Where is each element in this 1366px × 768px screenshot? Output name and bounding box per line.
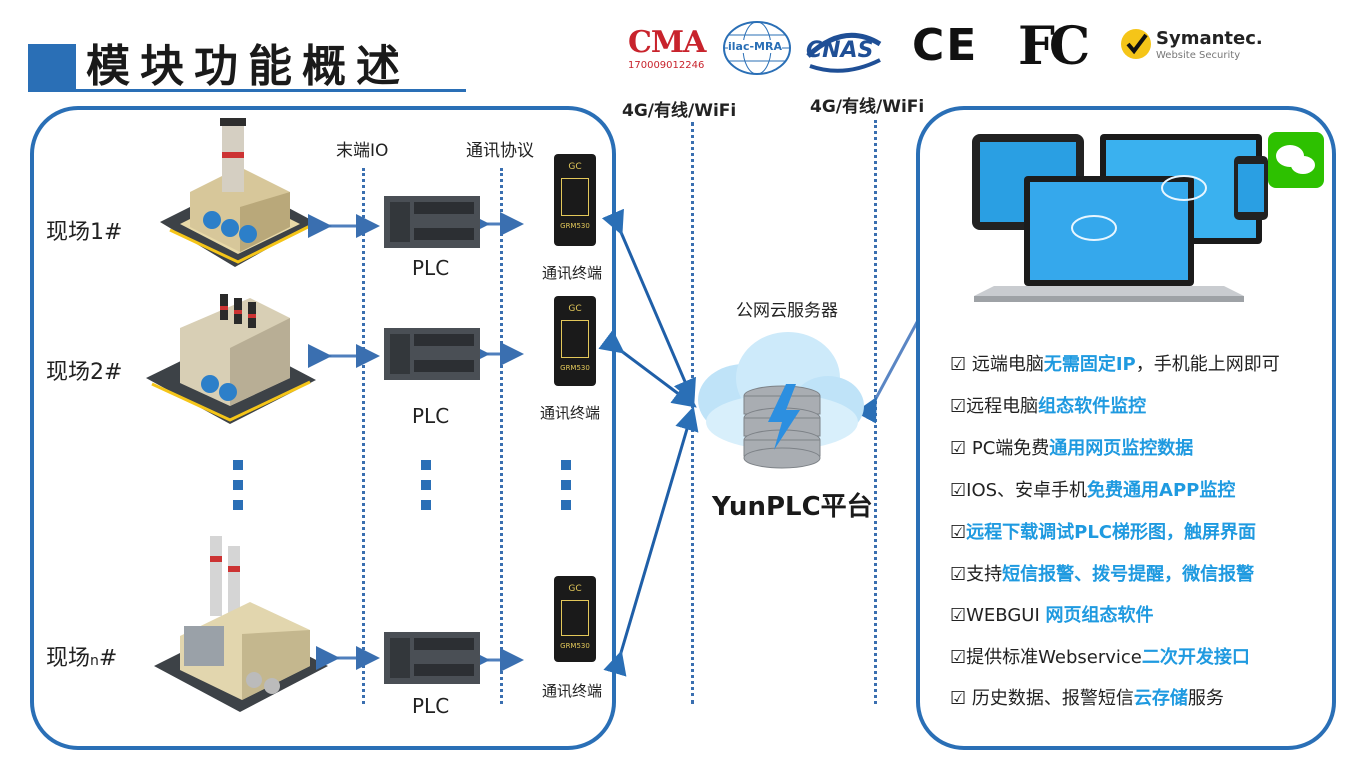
feature-item: ☑远程下载调试PLC梯形图，触屏界面 bbox=[950, 522, 1257, 543]
terminal-n-device: GC GRM530 bbox=[554, 576, 596, 662]
feature-item: ☑WEBGUI 网页组态软件 bbox=[950, 605, 1154, 626]
plc-2-icon bbox=[384, 328, 480, 380]
platform-label: YunPLC平台 bbox=[712, 492, 873, 522]
page-title: 模块功能概述 bbox=[86, 41, 410, 92]
ilac-text: ilac-MRA bbox=[728, 40, 782, 53]
plc-n-label: PLC bbox=[412, 694, 450, 718]
terminal-1-label: 通讯终端 bbox=[542, 264, 603, 282]
cma-logo: CMA 170009012246 bbox=[628, 26, 708, 82]
feature-item: ☑ PC端免费通用网页监控数据 bbox=[950, 438, 1194, 459]
plc-n-icon bbox=[384, 632, 480, 684]
site-n-label: 现场n# bbox=[46, 640, 117, 672]
plc-2-label: PLC bbox=[412, 404, 450, 428]
symantec-text: Symantec. bbox=[1156, 28, 1263, 49]
terminal-n-model: GRM530 bbox=[560, 642, 590, 650]
terminal-1-brand: GC bbox=[568, 162, 582, 172]
page-title-area: 模块功能概述 bbox=[28, 40, 468, 94]
wechat-icon bbox=[1268, 132, 1324, 188]
protocol-divider-line bbox=[500, 168, 503, 704]
cma-number: 170009012246 bbox=[628, 60, 705, 71]
ellipsis-sites bbox=[233, 460, 243, 520]
symantec-logo: Symantec. Website Security bbox=[1118, 24, 1263, 68]
cnas-logo: CNAS bbox=[804, 26, 884, 74]
terminal-1-model: GRM530 bbox=[560, 222, 590, 230]
factory-1-icon bbox=[160, 118, 315, 267]
protocol-label: 通讯协议 bbox=[466, 141, 534, 161]
cma-mark: CMA bbox=[628, 25, 706, 60]
fc-logo: FC bbox=[1018, 16, 1090, 77]
feature-item: ☑远程电脑组态软件监控 bbox=[950, 396, 1147, 417]
terminal-n-label: 通讯终端 bbox=[542, 682, 603, 700]
terminal-n-brand: GC bbox=[568, 584, 582, 594]
network-label-right: 4G/有线/WiFi bbox=[810, 97, 925, 117]
cloud-server-icon bbox=[698, 332, 864, 469]
terminal-2-brand: GC bbox=[568, 304, 582, 314]
terminal-io-label: 末端IO bbox=[336, 141, 389, 161]
plc-1-icon bbox=[384, 196, 480, 248]
title-underline bbox=[28, 89, 466, 92]
feature-item: ☑ 远端电脑无需固定IP，手机能上网即可 bbox=[950, 354, 1280, 375]
site-n-label-main: 现场 bbox=[46, 646, 91, 671]
ilac-logo: ilac-MRA bbox=[722, 20, 792, 76]
feature-item: ☑支持短信报警、拨号提醒，微信报警 bbox=[950, 564, 1255, 585]
feature-item: ☑提供标准Webservice二次开发接口 bbox=[950, 647, 1250, 668]
title-accent-block bbox=[28, 44, 76, 92]
wechat-bubbles-icon bbox=[1276, 145, 1315, 174]
site-n-label-hash: # bbox=[98, 646, 118, 671]
devices-icon bbox=[972, 134, 1268, 302]
io-divider-line bbox=[362, 168, 365, 704]
terminal-1-device: GC GRM530 bbox=[554, 154, 596, 246]
feature-item: ☑ 历史数据、报警短信云存储服务 bbox=[950, 688, 1224, 709]
site-arrows bbox=[308, 212, 524, 672]
site-1-label: 现场1# bbox=[46, 220, 123, 245]
cloud-server-label: 公网云服务器 bbox=[736, 301, 838, 321]
symantec-subtext: Website Security bbox=[1156, 50, 1241, 61]
ellipsis-plc bbox=[421, 460, 431, 520]
factory-2-icon bbox=[146, 294, 316, 424]
ce-logo: CE bbox=[912, 20, 979, 71]
site-n-label-sub: n bbox=[90, 653, 99, 669]
terminal-2-device: GC GRM530 bbox=[554, 296, 596, 386]
site-2-label: 现场2# bbox=[46, 360, 123, 385]
symantec-check-icon bbox=[1121, 29, 1151, 59]
cnas-text: CNAS bbox=[806, 38, 874, 63]
terminal-2-model: GRM530 bbox=[560, 364, 590, 372]
factory-n-icon bbox=[154, 536, 328, 712]
feature-item: ☑IOS、安卓手机免费通用APP监控 bbox=[950, 480, 1236, 501]
plc-1-label: PLC bbox=[412, 256, 450, 280]
ellipsis-terminal bbox=[561, 460, 571, 520]
network-label-left: 4G/有线/WiFi bbox=[622, 101, 737, 121]
cnas-swoosh-icon bbox=[806, 32, 882, 73]
terminal-2-label: 通讯终端 bbox=[540, 404, 601, 422]
